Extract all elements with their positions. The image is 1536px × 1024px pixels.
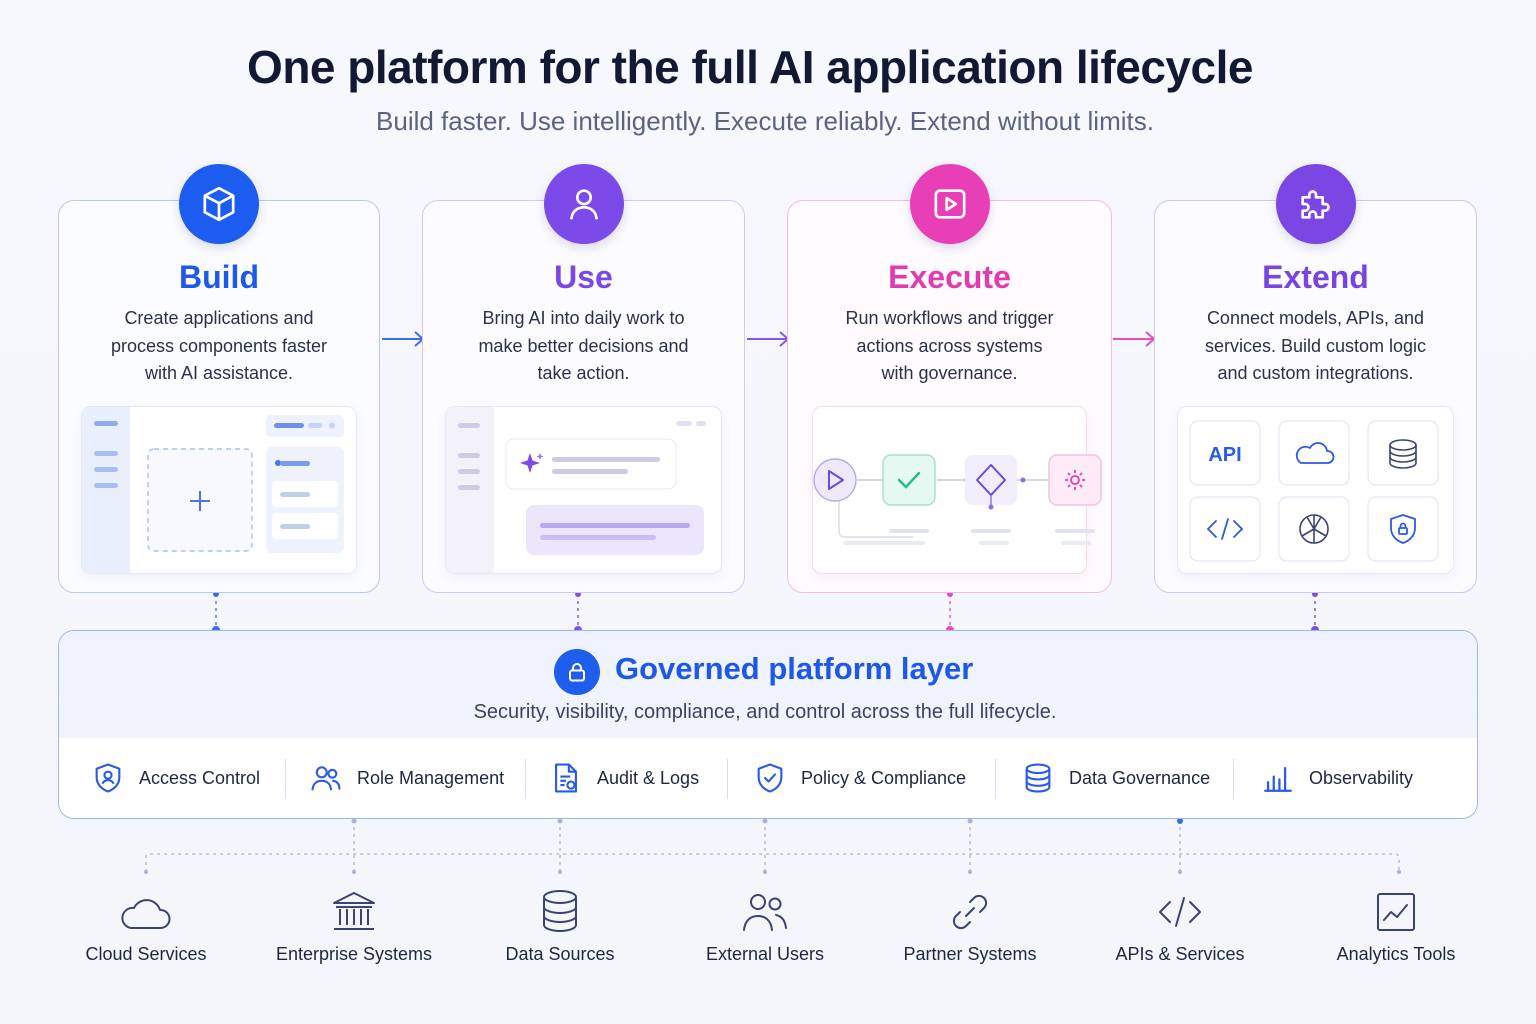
- governed-title: Governed platform layer: [615, 651, 974, 686]
- system-cloud-services[interactable]: Cloud Services: [36, 888, 256, 965]
- governed-platform-layer: Governed platform layer Security, visibi…: [58, 630, 1478, 819]
- workflow-mockup: [812, 406, 1102, 574]
- card-title: Use: [554, 259, 613, 295]
- ai-model-icon: [1299, 514, 1329, 544]
- feature-access-control[interactable]: Access Control: [91, 761, 260, 795]
- code-icon: [1206, 518, 1244, 540]
- play-icon: [909, 164, 990, 244]
- shield-check-icon: [757, 763, 783, 793]
- page-subtitle: Build faster. Use intelligently. Execute…: [376, 106, 1154, 136]
- system-enterprise-systems[interactable]: Enterprise Systems: [244, 888, 464, 965]
- feature-data-governance[interactable]: Data Governance: [1021, 761, 1210, 795]
- database-icon: [543, 890, 577, 932]
- card-title: Build: [179, 259, 259, 295]
- shield-lock-icon: [1390, 514, 1416, 544]
- database-icon: [1389, 439, 1417, 469]
- api-tile-label: API: [1208, 444, 1241, 466]
- assistant-mockup: [445, 406, 722, 574]
- system-apis-services[interactable]: APIs & Services: [1070, 888, 1290, 965]
- page-title: One platform for the full AI application…: [247, 41, 1253, 93]
- users-icon: [311, 766, 341, 791]
- database-icon: [1025, 763, 1051, 793]
- puzzle-icon: [1275, 164, 1356, 244]
- feature-audit-logs[interactable]: Audit & Logs: [549, 761, 699, 795]
- feature-role-management[interactable]: Role Management: [309, 761, 504, 795]
- link-icon: [952, 894, 988, 930]
- arrow-build-use: [382, 331, 425, 347]
- bank-icon: [333, 892, 375, 930]
- system-analytics-tools[interactable]: Analytics Tools: [1286, 888, 1506, 965]
- cloud-icon: [121, 899, 171, 929]
- integrations-mockup: API: [1177, 406, 1454, 574]
- feature-observability[interactable]: Observability: [1261, 761, 1413, 795]
- bar-chart-icon: [1264, 766, 1292, 792]
- builder-mockup: [81, 406, 357, 574]
- system-partner-systems[interactable]: Partner Systems: [860, 888, 1080, 965]
- feature-policy-compliance[interactable]: Policy & Compliance: [753, 761, 966, 795]
- users-icon: [743, 894, 787, 931]
- arrow-use-execute: [747, 331, 790, 347]
- arrow-execute-extend: [1113, 331, 1156, 347]
- card-title: Execute: [888, 259, 1011, 295]
- user-icon: [543, 164, 624, 244]
- system-external-users[interactable]: External Users: [655, 888, 875, 965]
- code-icon: [1159, 897, 1201, 927]
- chart-icon: [1377, 893, 1415, 931]
- cloud-icon: [1295, 442, 1335, 464]
- system-data-sources[interactable]: Data Sources: [450, 888, 670, 965]
- governed-description: Security, visibility, compliance, and co…: [473, 701, 1057, 723]
- lock-icon: [554, 649, 600, 695]
- cube-icon: [179, 164, 259, 244]
- shield-user-icon: [95, 763, 121, 793]
- card-title: Extend: [1262, 259, 1369, 295]
- document-log-icon: [555, 763, 577, 793]
